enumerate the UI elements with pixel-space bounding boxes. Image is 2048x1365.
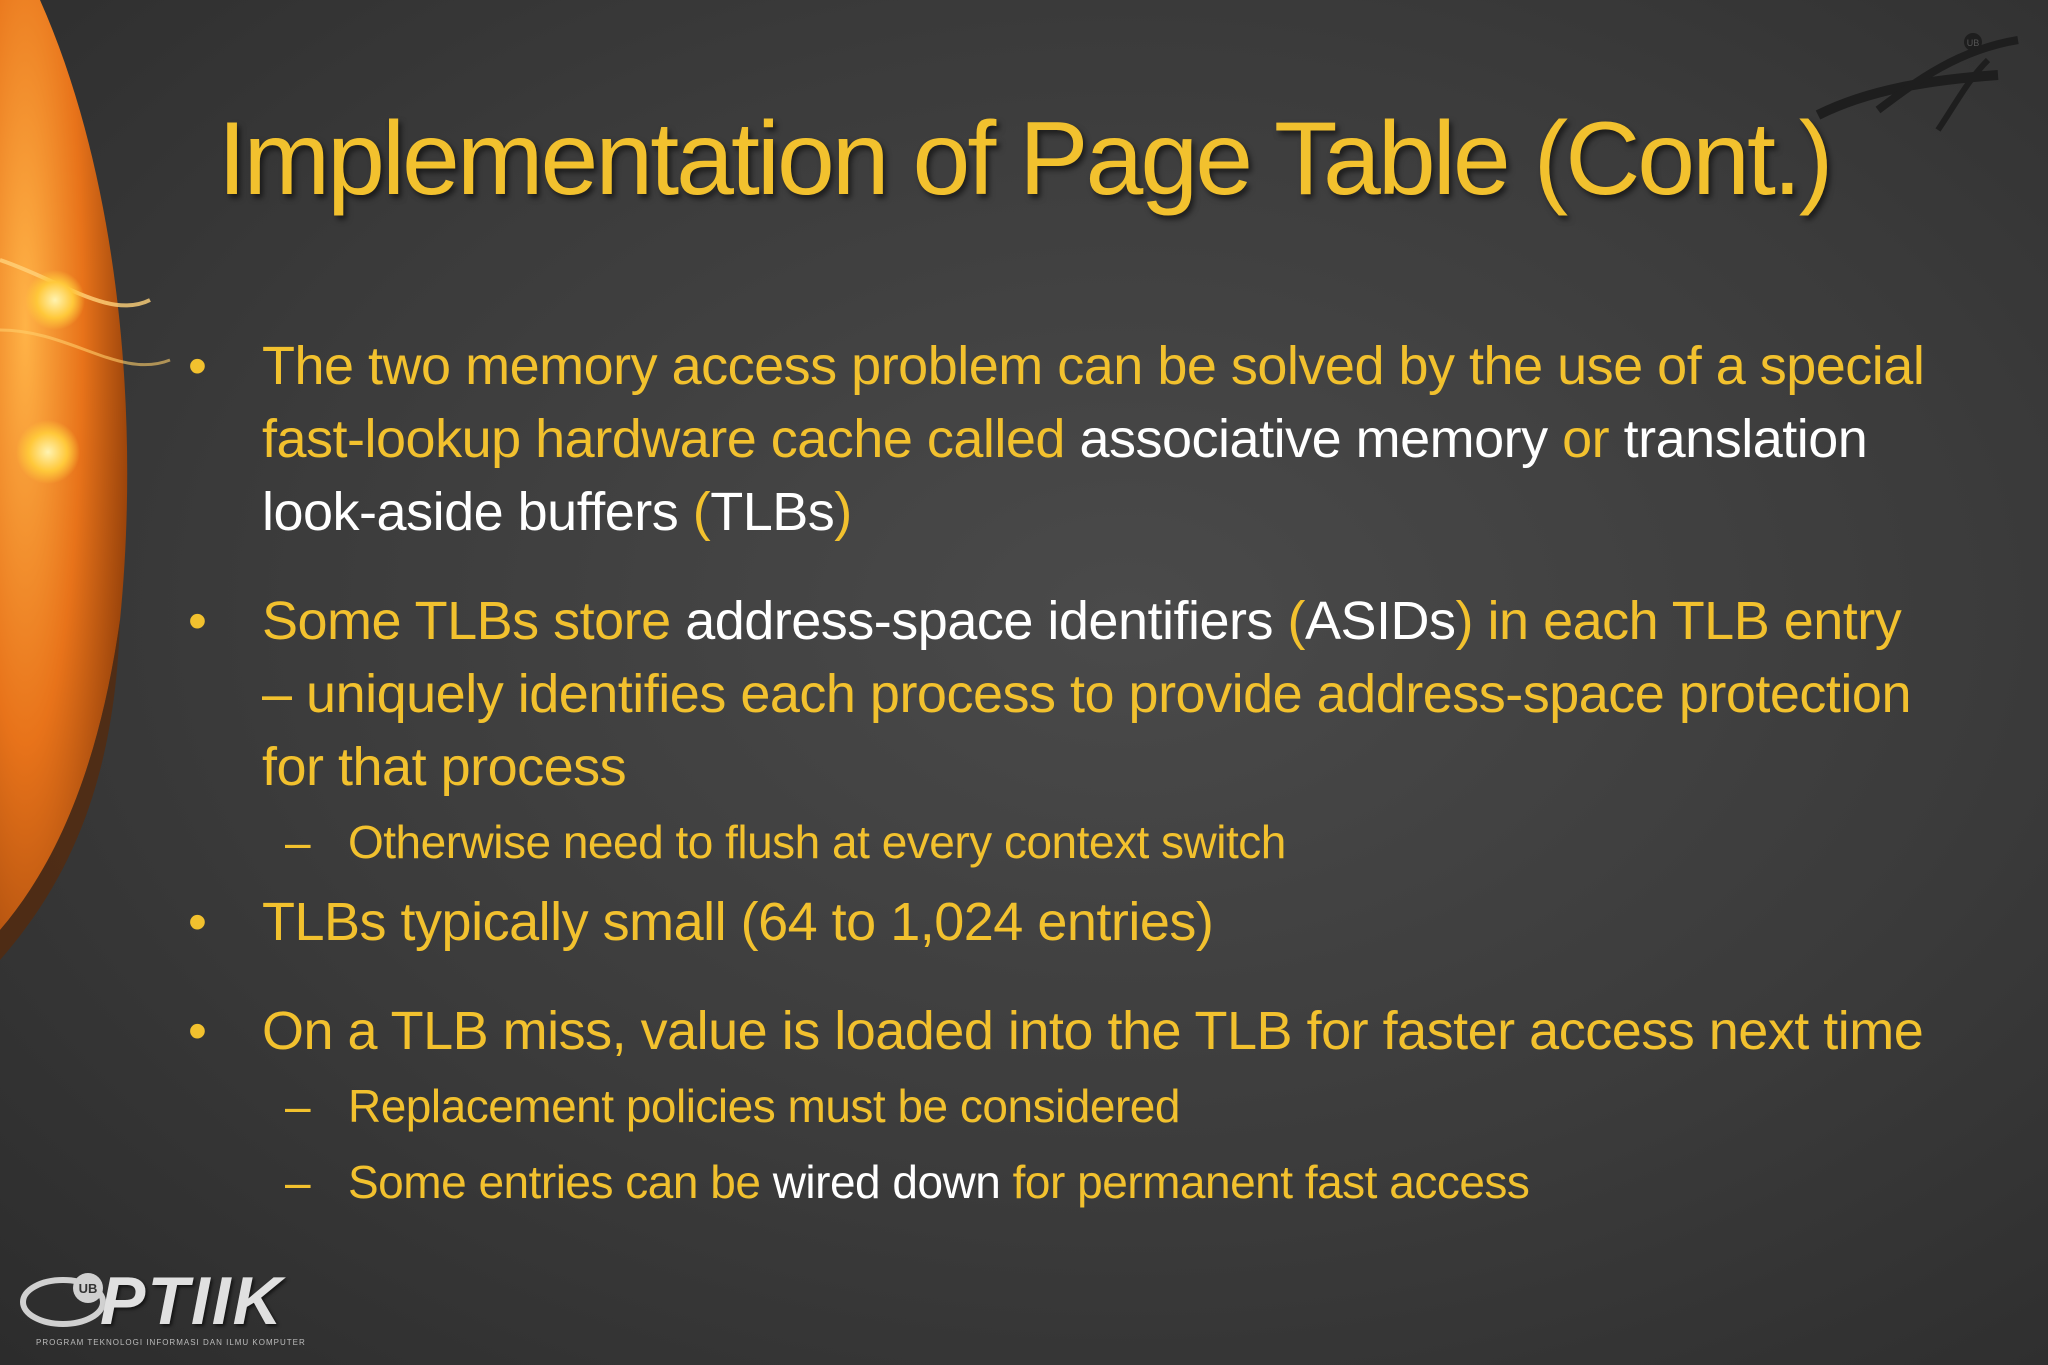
bullet-text-segment: On a TLB miss, value is loaded into the … — [262, 1001, 1924, 1061]
bullet-text-segment: Otherwise need to flush at every context… — [348, 816, 1286, 868]
corner-swoosh-logo: UB — [1815, 33, 2019, 132]
bullet-marker: • — [188, 892, 207, 952]
bullet-marker: • — [188, 1001, 207, 1061]
dash-marker: – — [285, 1080, 311, 1132]
logo-subtitle: PROGRAM TEKNOLOGI INFORMASI DAN ILMU KOM… — [36, 1338, 306, 1347]
dash-marker: – — [285, 816, 311, 868]
sub-bullet-item: –Some entries can be wired down for perm… — [180, 1144, 1940, 1220]
bullet-text-segment: for permanent fast access — [1000, 1156, 1530, 1208]
corner-badge-text: UB — [1967, 38, 1980, 48]
dash-marker: – — [285, 1156, 311, 1208]
bullet-text-segment: wired down — [772, 1156, 1001, 1208]
sub-bullet-item: –Replacement policies must be considered — [180, 1068, 1940, 1144]
bullet-text-segment: or — [1547, 409, 1624, 469]
bullet-text-segment: ASIDs — [1305, 591, 1456, 651]
bullet-text-segment: TLBs typically small (64 to 1,024 entrie… — [262, 892, 1214, 952]
bullet-text-segment: Replacement policies must be considered — [348, 1080, 1180, 1132]
bullet-marker: • — [188, 336, 207, 396]
bullet-text-segment: ( — [678, 482, 711, 542]
bullet-list: • The two memory access problem can be so… — [180, 330, 1940, 1220]
sub-bullet-item: –Otherwise need to flush at every contex… — [180, 804, 1940, 880]
logo-wordmark: PTIIK — [100, 1263, 284, 1339]
slide-title: Implementation of Page Table (Cont.) — [217, 101, 1834, 217]
bullet-item: • The two memory access problem can be so… — [180, 330, 1940, 549]
bullet-text-segment: ) — [834, 482, 852, 542]
logo-badge: UB — [79, 1281, 98, 1296]
bullet-text-segment: Some TLBs store — [262, 591, 686, 651]
bullet-marker: • — [188, 591, 207, 651]
bullet-text-segment: Some entries can be — [348, 1156, 773, 1208]
bullet-text-segment: ( — [1273, 591, 1306, 651]
bullet-item: • On a TLB miss, value is loaded into the… — [180, 995, 1940, 1068]
bullet-item: • TLBs typically small (64 to 1,024 entri… — [180, 886, 1940, 959]
bullet-text-segment: associative memory — [1079, 409, 1548, 469]
ptiik-logo: UB — [20, 1273, 106, 1327]
bullet-text-segment: The two memory access problem can be sol… — [262, 336, 1925, 469]
bullet-text-segment: ) in each TLB entry – uniquely identifie… — [262, 591, 1912, 797]
bullet-text-segment: translation look-aside buffers — [262, 409, 1868, 542]
bullet-text-segment: address-space identifiers — [685, 591, 1273, 651]
bullet-item: • Some TLBs store address-space identifie… — [180, 585, 1940, 804]
bullet-text-segment: TLBs — [710, 482, 835, 542]
orange-swirl-decoration — [0, 0, 171, 960]
